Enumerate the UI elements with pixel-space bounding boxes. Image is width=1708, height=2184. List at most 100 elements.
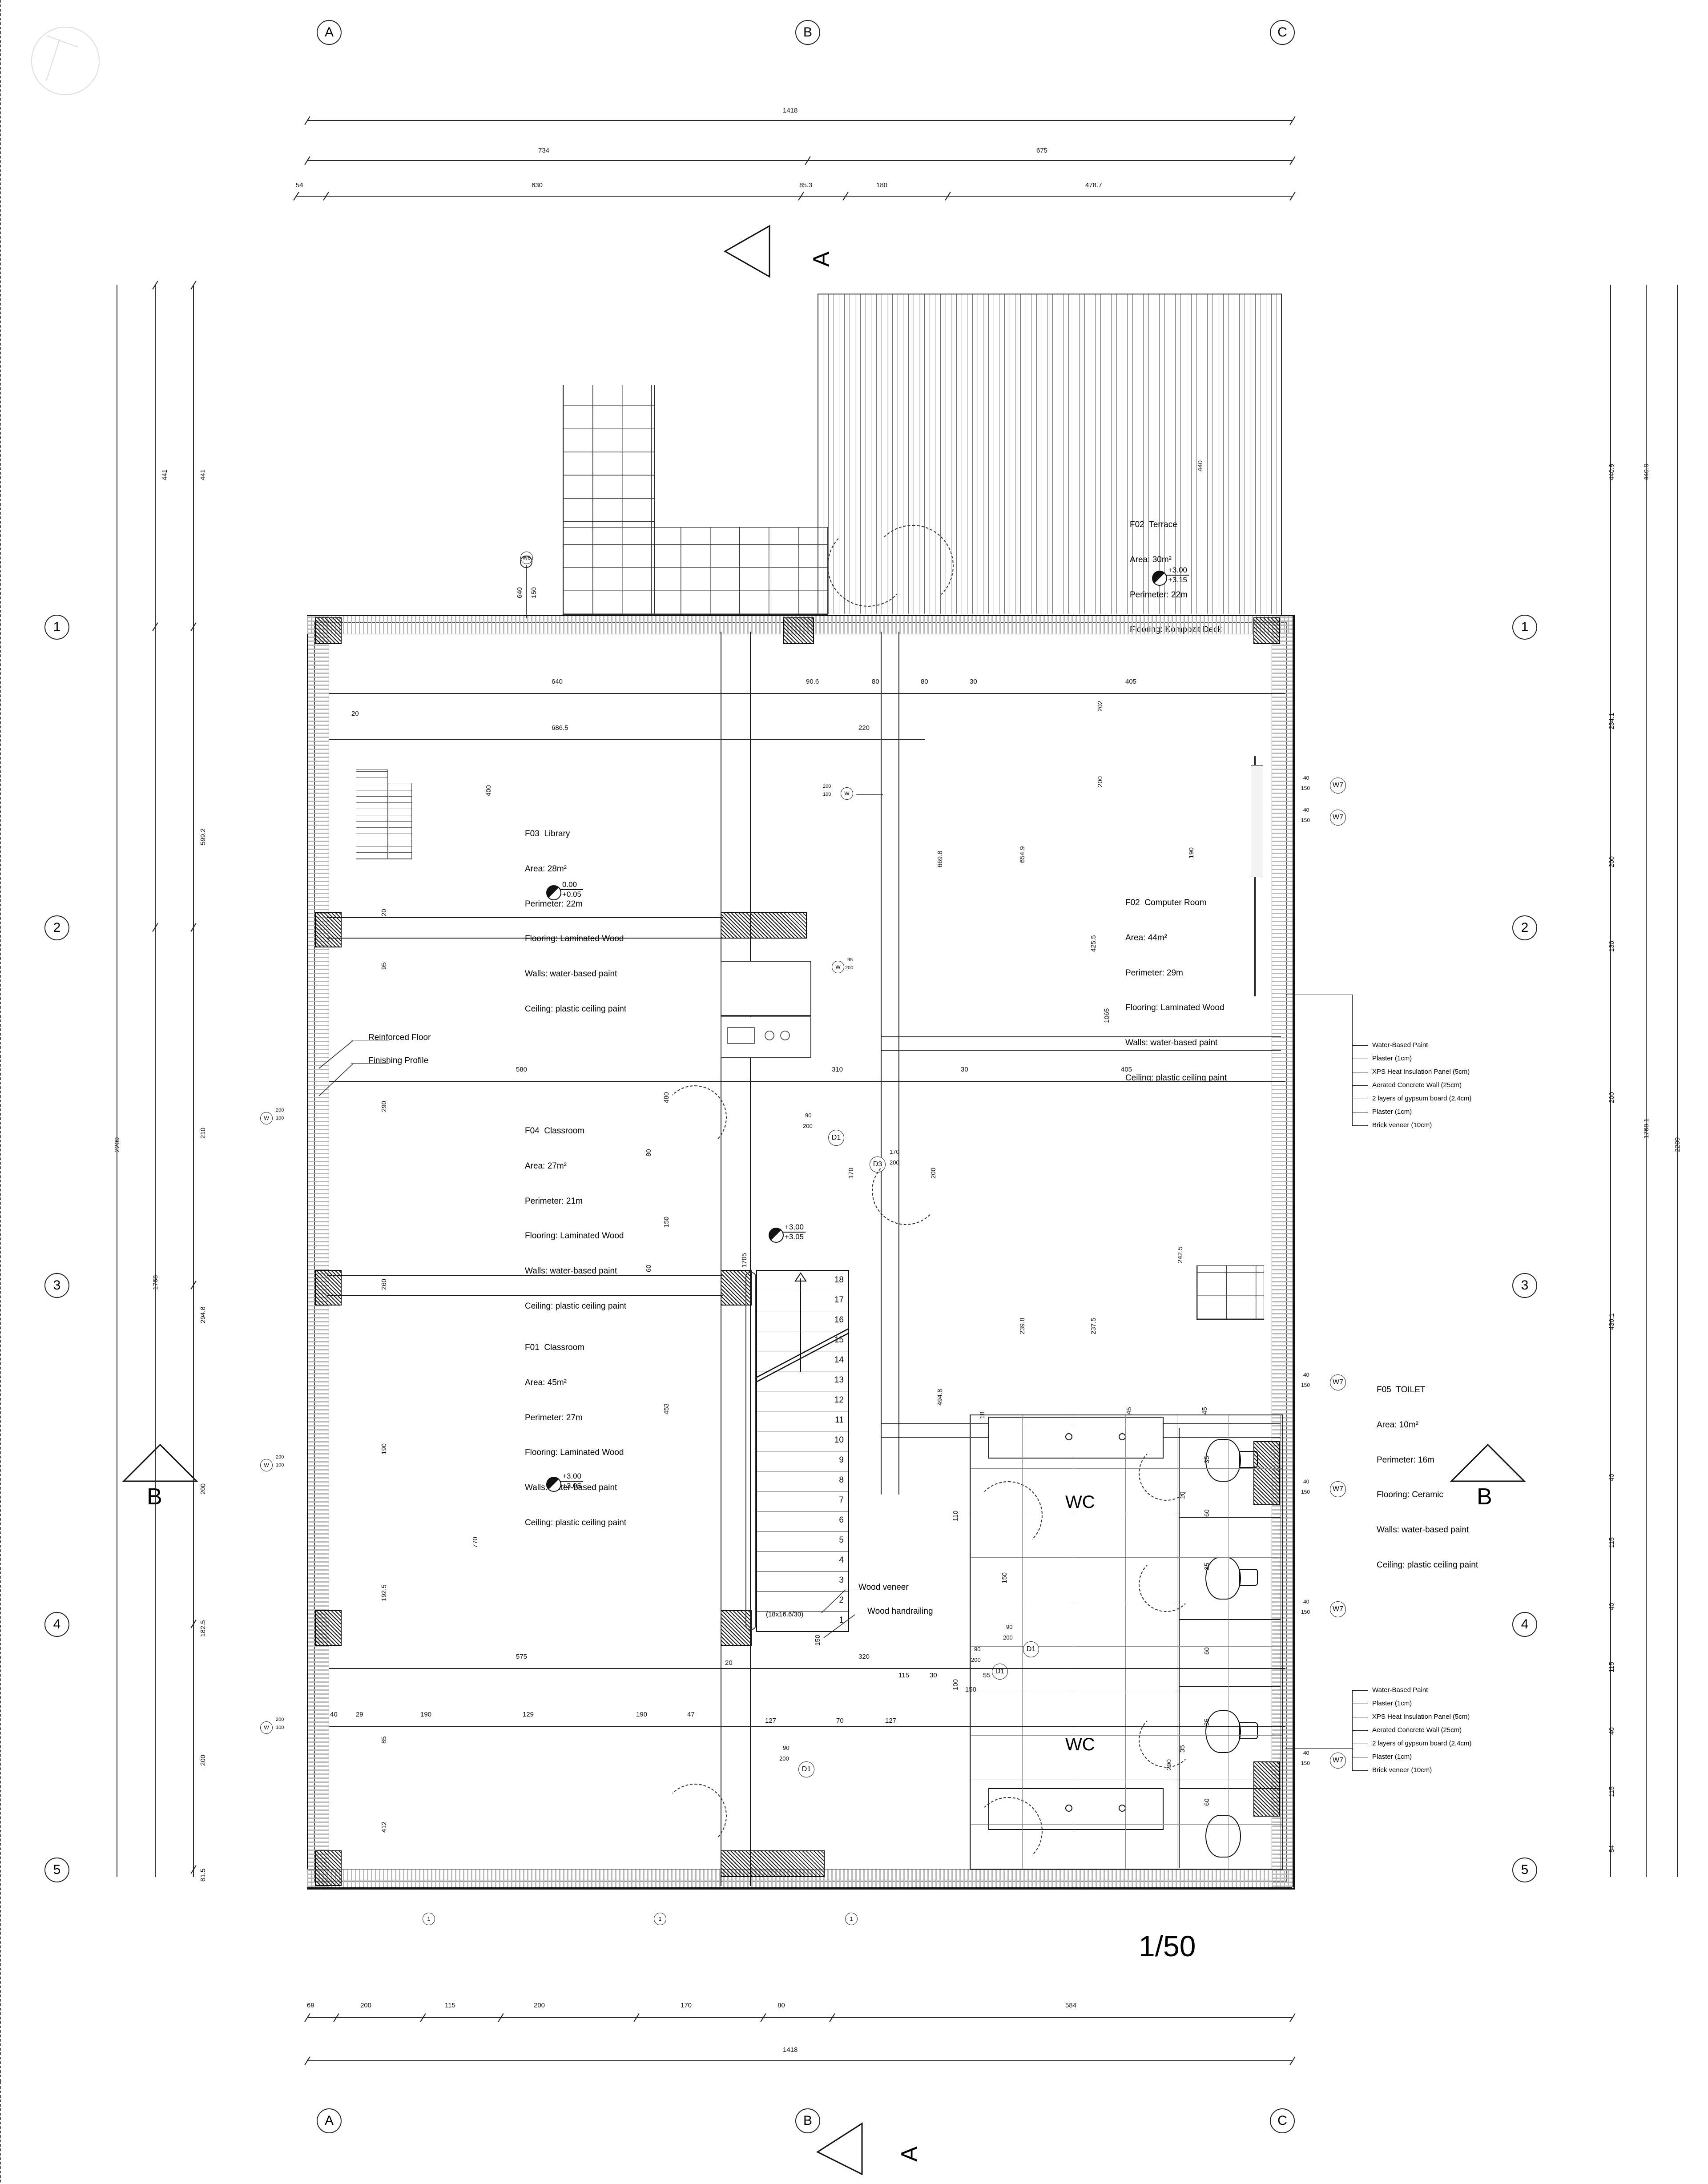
grid-bubble-C-bottom: C [1270,2108,1295,2133]
dim-value: 115 [1608,1537,1615,1548]
section-label-b-right: B [1477,1484,1492,1510]
stair-tread-number: 2 [839,1596,844,1605]
dim-value: 584 [1065,2002,1077,2009]
dim-value: 480 [663,1092,670,1103]
buildup-layer: Plaster (1cm) [1372,1055,1412,1062]
dim-line-right-outer [1677,285,1678,1877]
buildup-layer: Brick veneer (10cm) [1372,1121,1432,1129]
counter-unit [721,961,811,1016]
dim-value: 170 [681,2002,692,2009]
dim-value: 192.5 [380,1584,388,1601]
ceiling-fixture-icon [520,556,532,568]
section-arrow-a-bottom [816,2122,863,2175]
dim-value: 200 [1096,776,1104,787]
dim-line-left-mid [155,285,156,1877]
room-label-computer-room: F02 Computer Room Area: 44m² Perimeter: … [1125,898,1227,1083]
dim-value: 686.5 [552,724,568,732]
dim-value: 60 [645,1265,653,1272]
door-swing-corridor [872,1156,940,1225]
section-label-a-bottom: A [897,2146,922,2162]
window-pane [1251,765,1263,877]
dim-value: 441 [199,469,207,480]
stair-tread-number: 9 [839,1455,844,1465]
dim-value: 150 [1301,1489,1310,1495]
buildup-layer: Water-Based Paint [1372,1041,1428,1049]
dim-value: 40 [1303,807,1309,813]
scale-label: 1/50 [1139,1930,1196,1962]
door-tag-d1-2: D1 [798,1761,814,1777]
dim-value: 200 [845,965,854,971]
dim-value: 35 [1203,1718,1211,1726]
stair-tread-number: 5 [839,1535,844,1545]
library-shelf-1 [356,770,388,859]
dim-value: 599.2 [199,828,207,845]
dim-value: 200 [803,1123,813,1129]
section-arrow-b-right [1450,1443,1526,1482]
buildup-layer: Aerated Concrete Wall (25cm) [1372,1081,1462,1089]
door-swing-f04 [663,1085,727,1149]
window-tag-left-1: W [260,1112,273,1124]
dim-value: 30 [930,1672,937,1679]
dim-line-interior-bottom [329,1668,1285,1669]
window-tag-left-3: W [260,1721,273,1734]
dim-value: 150 [1301,1760,1310,1766]
dim-value: 69 [307,2002,314,2009]
level-marker-terrace [1152,571,1167,586]
dim-value: 30 [961,1066,968,1073]
dim-value: 84 [1608,1845,1615,1853]
dim-value: 150 [1301,1382,1310,1388]
grid-bubble-4-right: 4 [1512,1612,1537,1637]
dim-value: 47 [687,1711,695,1718]
dim-value: 30 [970,678,977,685]
dim-value: 182.5 [199,1620,207,1637]
dim-value: 180 [876,181,888,189]
grid-bubble-A-bottom: A [317,2108,342,2133]
buildup-lower-leader [1285,1748,1353,1749]
dim-value: 436.1 [1608,1313,1615,1330]
dim-line-bottom-row1 [307,2017,1292,2018]
section-arrow-b-left [122,1443,198,1482]
locker-block [1196,1265,1264,1320]
level-value-f04: +3.00 +3.05 [783,1223,806,1241]
exterior-wall-left [307,615,329,1887]
level-value-f01: +3.00 +3.05 [560,1472,584,1490]
window-tag-leader [526,565,527,618]
dim-value: 55 [983,1672,991,1679]
computer-room-wall-left [881,632,882,1495]
dim-value: 2209 [113,1137,121,1152]
stair-tread-number: 18 [834,1275,844,1285]
buildup-spine [1352,1690,1353,1770]
dim-value: 237.5 [1090,1318,1097,1334]
buildup-tick [1352,1730,1368,1731]
interior-wall-f04-bottom [327,1275,723,1276]
dim-value: 115 [1608,1786,1615,1797]
buildup-tick [1352,1125,1368,1126]
interior-wall-lib-bottom [327,917,723,918]
dim-value: 770 [471,1536,479,1548]
stair-tread-number: 16 [834,1315,844,1325]
column-beam [721,1850,825,1877]
floor-drain-icon: 1 [845,1913,858,1925]
tag-leader [856,794,883,795]
grid-bubble-3-left: 3 [44,1273,69,1298]
door-swing-terrace-1 [827,525,909,607]
dim-value: 405 [1125,678,1137,685]
grid-bubble-C-top: C [1270,20,1295,45]
column [315,1270,342,1306]
dim-value: 100 [952,1679,959,1690]
dim-value: 2209 [1674,1137,1681,1152]
dim-value: 200 [779,1755,789,1762]
dim-value: 150 [663,1216,670,1228]
dim-value: 40 [1303,1372,1309,1378]
dim-line-bottom-row2 [307,2060,1292,2061]
section-label-a-top: A [809,251,834,267]
window-tag-w7-2: W7 [1330,1374,1346,1390]
dim-value: 170 [847,1167,855,1179]
grid-line-A [0,0,1,2082]
staircase: 18 17 16 15 14 13 12 11 10 9 8 7 6 5 4 3… [756,1270,849,1632]
dim-value: 640 [552,678,563,685]
dim-value: 60 [1203,1509,1211,1517]
dim-value: 100 [276,1725,284,1730]
dim-value: 90 [805,1112,812,1119]
grid-bubble-A-top: A [317,20,342,45]
